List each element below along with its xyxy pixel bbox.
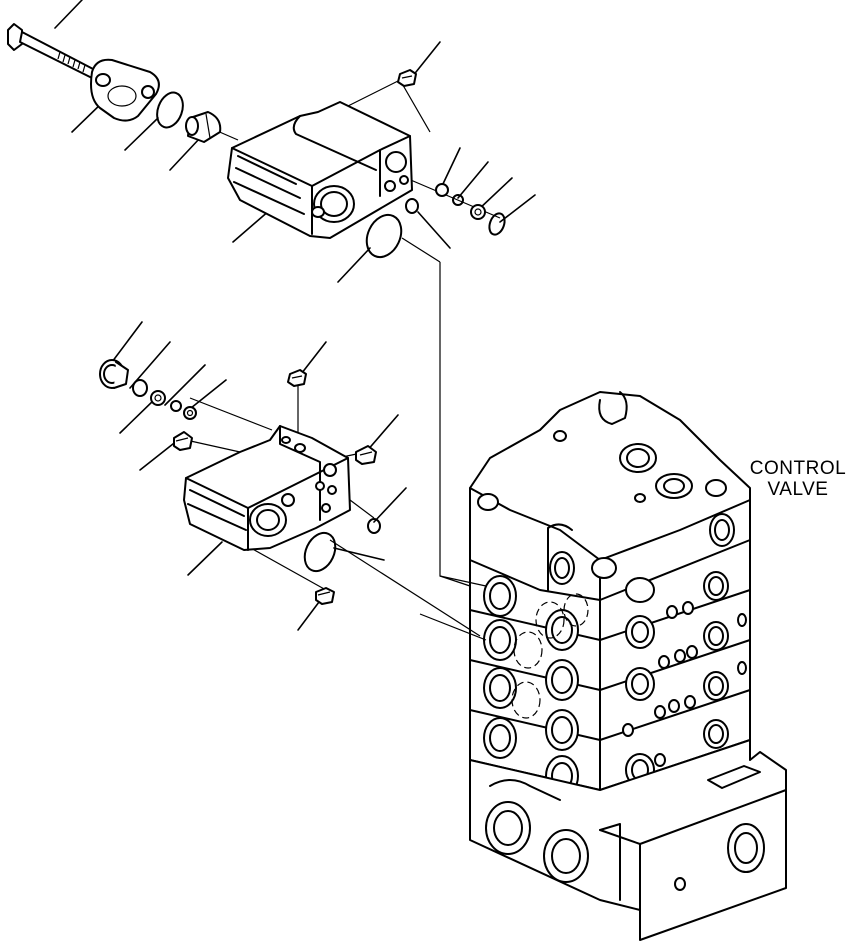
flange-plate	[90, 58, 160, 122]
leader-lines	[54, 0, 536, 631]
control-valve-block	[469, 391, 787, 941]
plug-side-lower	[355, 445, 377, 465]
o-ring	[156, 91, 184, 129]
small-plug-2	[470, 204, 486, 220]
plug-bottom-lower	[315, 587, 335, 605]
upper-valve-assembly	[7, 23, 506, 259]
long-bolt	[7, 23, 96, 79]
ring-lower	[170, 400, 182, 412]
control-valve-label: CONTROL VALVE	[742, 458, 853, 500]
inlet-block	[469, 739, 787, 941]
o-ring-small-right	[488, 212, 506, 236]
plug-lower-3	[173, 431, 193, 451]
control-valve-label-line1: CONTROL	[749, 458, 847, 479]
plug-lower-2	[183, 406, 197, 420]
cap-plug	[99, 359, 129, 389]
lower-valve-assembly	[99, 359, 381, 605]
plug-lower	[150, 390, 166, 406]
valve-housing-lower	[183, 425, 351, 551]
valve-housing-upper	[227, 101, 413, 239]
o-ring-small	[405, 198, 419, 214]
sleeve	[185, 111, 222, 143]
o-ring-large	[365, 213, 403, 259]
small-plug-1	[435, 183, 449, 197]
plug-top-lower	[287, 369, 307, 387]
o-ring-lower-2	[367, 518, 381, 534]
plug-top	[397, 69, 417, 87]
control-valve-label-line2: VALVE	[767, 479, 829, 500]
o-ring-lower-1	[132, 379, 148, 397]
section-ports	[483, 571, 747, 797]
small-ring-1	[452, 194, 464, 206]
o-ring-lower-large	[303, 531, 337, 573]
